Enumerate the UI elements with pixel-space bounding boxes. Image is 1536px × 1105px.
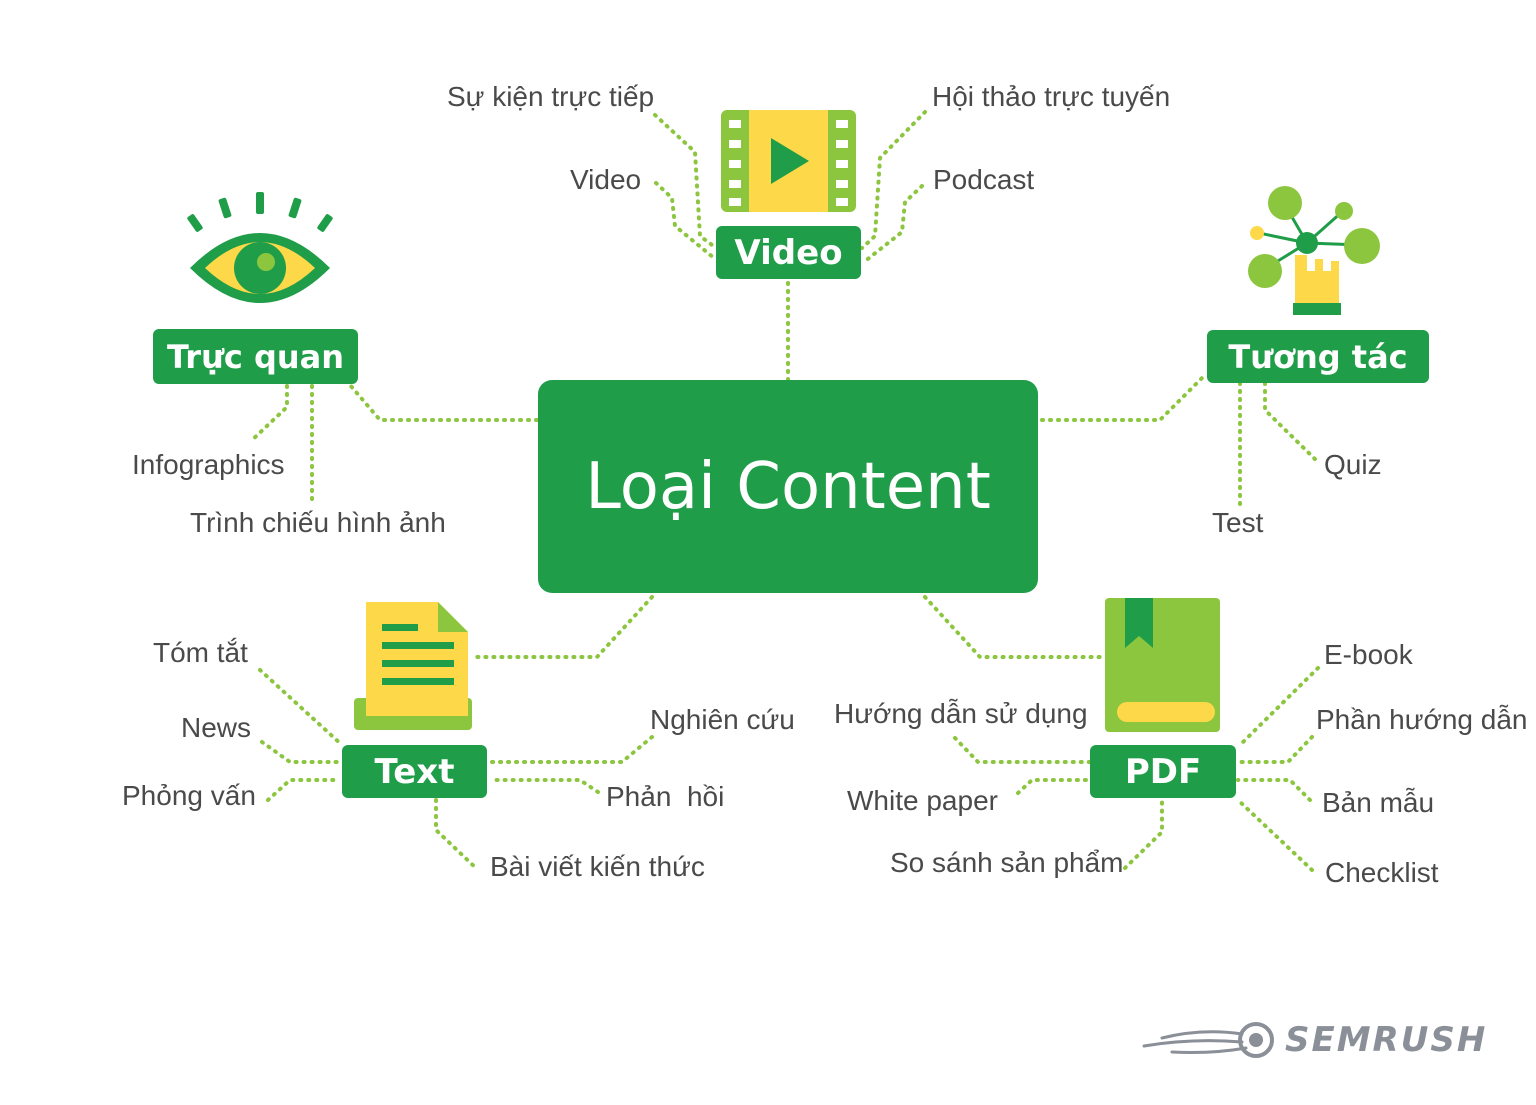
semrush-comet-icon xyxy=(1142,1022,1274,1058)
eye-icon xyxy=(187,192,333,303)
leaf-video-video: Video xyxy=(570,164,642,195)
category-text-label: Text xyxy=(374,751,455,792)
link-interactive-quiz xyxy=(1263,381,1320,464)
leaf-video-live-event: Sự kiện trực tiếp xyxy=(447,81,655,112)
category-visual-label: Trực quan xyxy=(166,337,345,376)
category-interactive-label: Tương tác xyxy=(1228,337,1408,376)
leaf-text-summary: Tóm tắt xyxy=(153,637,248,668)
category-interactive-box: Tương tác xyxy=(1207,330,1429,383)
leaf-text-feedback: Phản hồi xyxy=(606,781,725,812)
brand-name: SEMRUSH xyxy=(1285,1020,1488,1060)
link-text-news xyxy=(260,740,342,764)
book-icon xyxy=(1105,598,1220,732)
leaf-video-podcast: Podcast xyxy=(933,164,1035,195)
link-video-webinar xyxy=(860,110,927,250)
link-center-interactive xyxy=(1040,373,1207,422)
link-center-visual xyxy=(348,383,539,422)
leaf-pdf-white-paper: White paper xyxy=(847,785,998,816)
leaf-text-article: Bài viết kiến thức xyxy=(490,851,705,882)
link-text-feedback xyxy=(488,778,600,794)
link-video-podcast xyxy=(862,184,924,264)
category-video-box: Video xyxy=(716,226,861,279)
link-pdf-ebook xyxy=(1238,666,1320,747)
leaf-pdf-ebook: E-book xyxy=(1324,639,1413,670)
leaf-pdf-user-guide: Hướng dẫn sử dụng xyxy=(834,698,1088,729)
category-visual-box: Trực quan xyxy=(153,329,358,384)
network-touch-icon xyxy=(1248,186,1380,315)
link-pdf-manual xyxy=(1236,735,1314,764)
link-pdf-whitepaper xyxy=(1016,778,1092,795)
center-node: Loại Content xyxy=(538,380,1038,593)
link-text-research xyxy=(488,735,654,764)
category-pdf-label: PDF xyxy=(1124,751,1202,792)
leaf-pdf-comparison: So sánh sản phẩm xyxy=(890,847,1124,878)
leaf-text-interview: Phỏng vấn xyxy=(122,780,256,811)
center-label: Loại Content xyxy=(585,449,991,524)
document-icon xyxy=(354,602,472,730)
leaf-interactive-quiz: Quiz xyxy=(1324,449,1382,480)
link-text-summary xyxy=(258,668,344,747)
film-icon xyxy=(721,110,856,212)
link-center-pdf xyxy=(923,595,1107,659)
link-pdf-compare xyxy=(1123,798,1164,870)
leaf-interactive-test: Test xyxy=(1212,507,1264,538)
leaf-visual-slideshow: Trình chiếu hình ảnh xyxy=(190,507,446,538)
link-text-interview xyxy=(266,778,342,802)
leaf-pdf-template: Bản mẫu xyxy=(1322,787,1435,818)
link-visual-infographics xyxy=(248,384,289,444)
leaf-pdf-checklist: Checklist xyxy=(1325,857,1439,888)
leaf-pdf-manual: Phần hướng dẫn xyxy=(1316,704,1528,735)
leaf-visual-infographics: Infographics xyxy=(132,449,285,480)
category-text-box: Text xyxy=(342,745,487,798)
category-pdf-box: PDF xyxy=(1090,745,1236,798)
link-video-video xyxy=(654,181,716,260)
link-pdf-checklist xyxy=(1236,798,1314,872)
link-video-live xyxy=(653,113,718,250)
link-center-text xyxy=(475,595,654,659)
link-pdf-guide xyxy=(953,736,1092,764)
semrush-logo: SEMRUSH xyxy=(1142,1020,1487,1060)
leaf-text-news: News xyxy=(181,712,252,743)
link-text-article xyxy=(434,798,480,872)
link-pdf-template xyxy=(1236,778,1312,802)
leaf-text-research: Nghiên cứu xyxy=(650,704,795,735)
category-video-label: Video xyxy=(734,232,843,273)
leaf-video-webinar: Hội thảo trực tuyến xyxy=(932,81,1171,112)
